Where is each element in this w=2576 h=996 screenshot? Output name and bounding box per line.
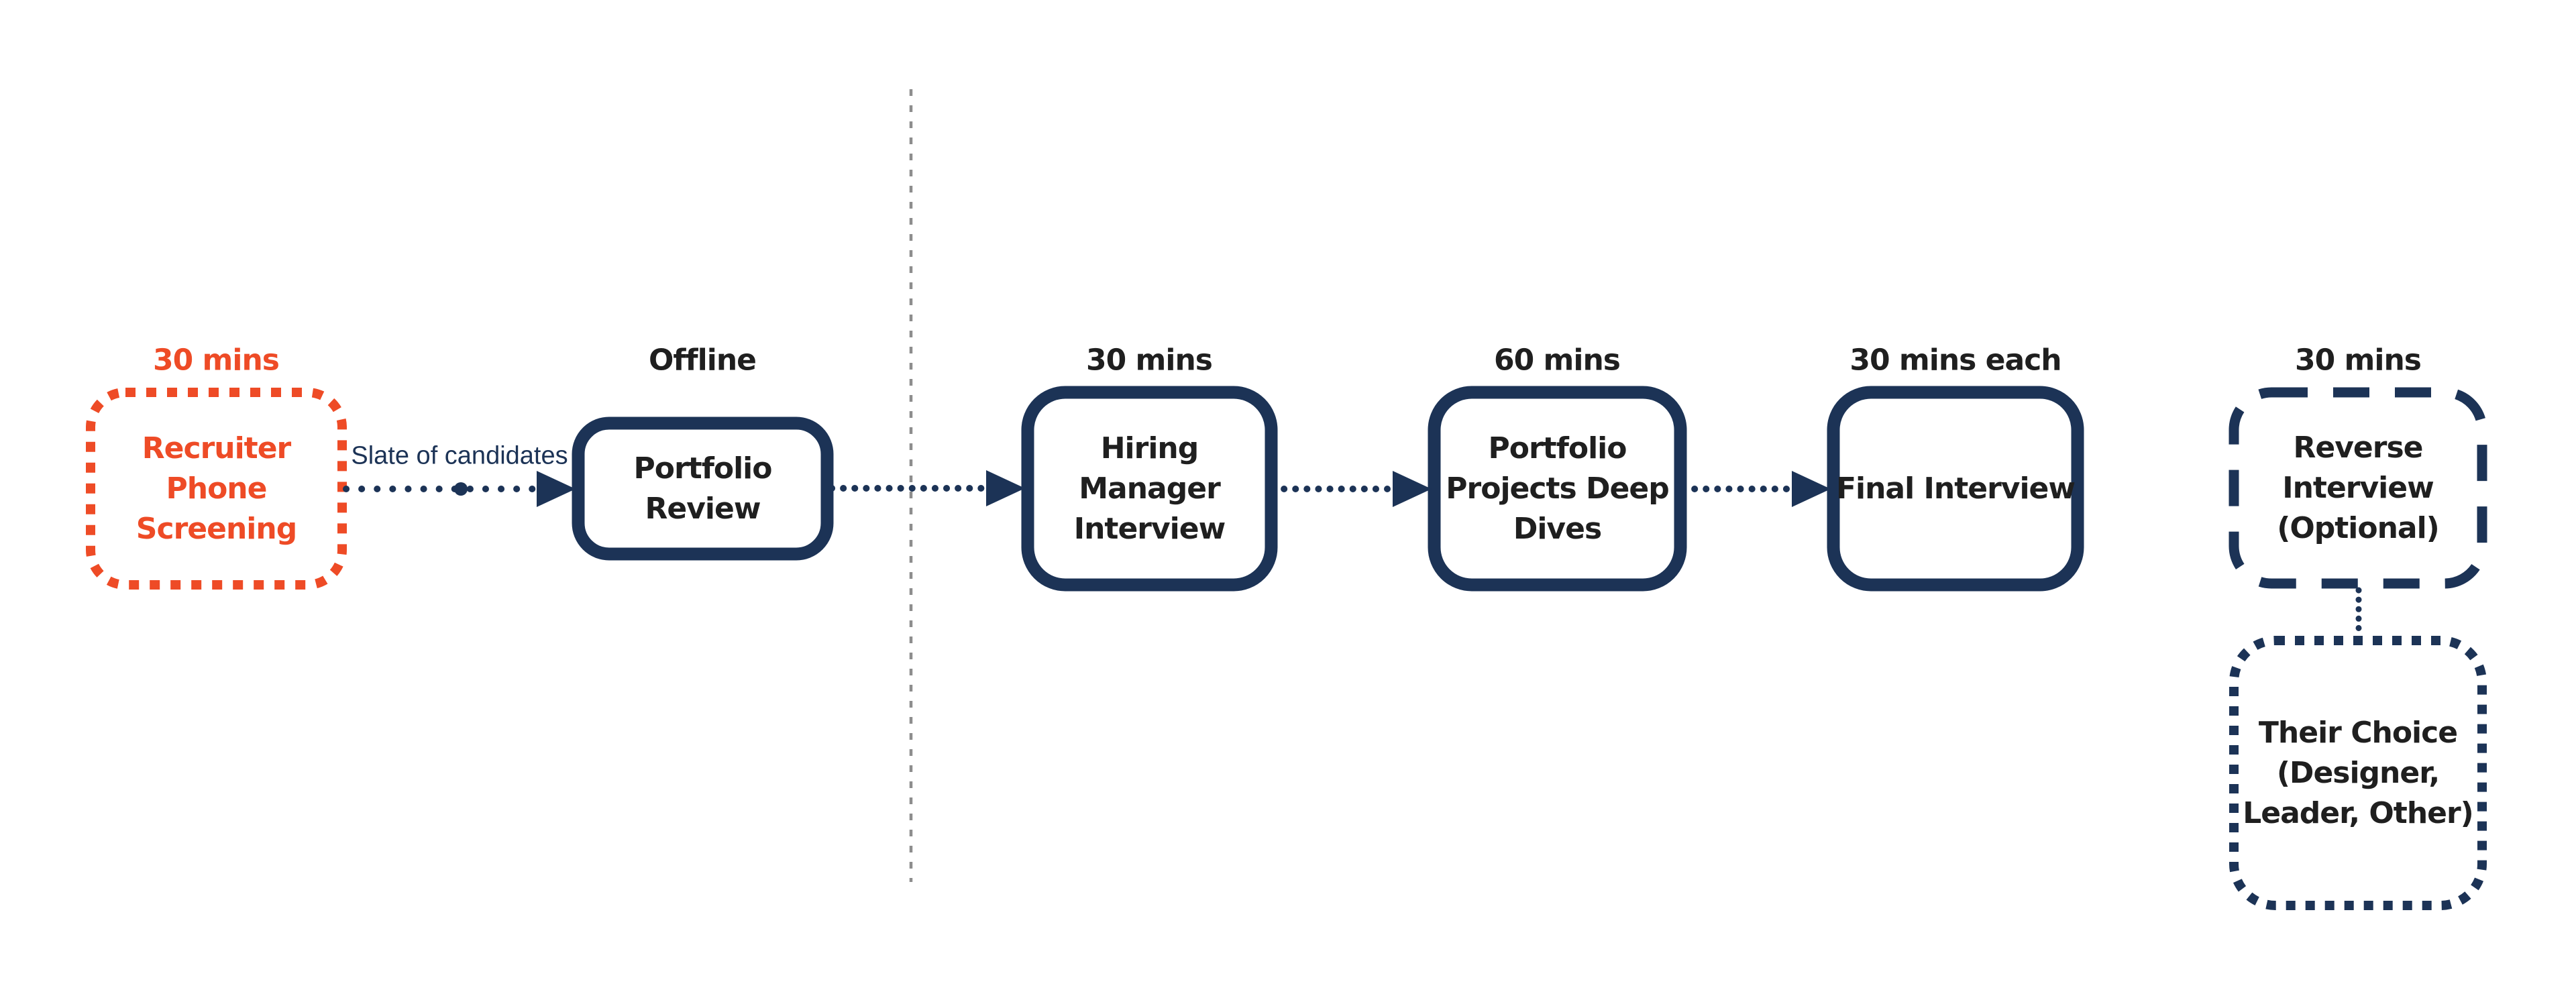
their-choice-box [2229,636,2487,910]
recruiter-phone-screening-title-line: Recruiter [142,431,291,465]
portfolio-projects-deep-dives-title-line: Projects Deep [1446,471,1669,506]
reverse-interview-optional-title-line: (Optional) [2277,510,2440,545]
hiring-manager-interview-title-line: Interview [1073,511,1226,546]
portfolio-review-duration-label: Offline [648,343,757,378]
hiring-manager-interview-title-line: Manager [1079,471,1221,506]
recruiter-phone-screening-box [86,388,347,590]
arrow-screening-to-portfolio-review-mid-dot [454,482,468,496]
final-interview-box [1827,386,2084,592]
portfolio-projects-deep-dives-duration-label: 60 mins [1494,343,1621,378]
recruiter-phone-screening-title-line: Screening [136,511,297,546]
arrow-portfolio-review-to-hiring-manager-arrowhead [986,470,1025,506]
reverse-interview-optional-box [2229,387,2487,589]
portfolio-review-title-line: Review [645,491,761,526]
arrow-deep-dives-to-final-arrowhead [1792,471,1831,507]
final-interview-title-line: Final Interview [1835,471,2076,506]
their-choice-title: Their Choice (Designer, Leader, Other) [2243,713,2474,834]
arrow-hiring-manager-to-deep-dives-arrowhead [1393,471,1432,507]
portfolio-review-box [572,417,834,561]
their-choice-title-line: Leader, Other) [2243,795,2474,830]
reverse-interview-optional-title-line: Interview [2282,470,2434,505]
edge-label-slate-of-candidates: Slate of candidates [351,441,568,470]
portfolio-projects-deep-dives-title-line: Dives [1513,511,1602,546]
arrow-screening-to-portfolio-review-arrowhead [537,471,576,507]
hiring-manager-interview-duration-label: 30 mins [1086,343,1213,378]
reverse-interview-optional-duration-label: 30 mins [2295,343,2422,378]
portfolio-projects-deep-dives-title-line: Portfolio [1488,431,1627,465]
hiring-manager-interview-title-line: Hiring [1100,431,1199,465]
recruiter-phone-screening-title-line: Phone [166,471,268,506]
recruiter-phone-screening-duration-label: 30 mins [153,343,280,378]
their-choice-title-line: (Designer, [2276,755,2440,790]
portfolio-review-title-line: Portfolio [633,451,773,486]
their-choice-title-line: Their Choice [2258,715,2458,750]
final-interview-title: Final Interview [1835,469,2076,509]
reverse-interview-optional-title-line: Reverse [2293,430,2424,465]
final-interview-duration-label: 30 mins each [1849,343,2061,378]
